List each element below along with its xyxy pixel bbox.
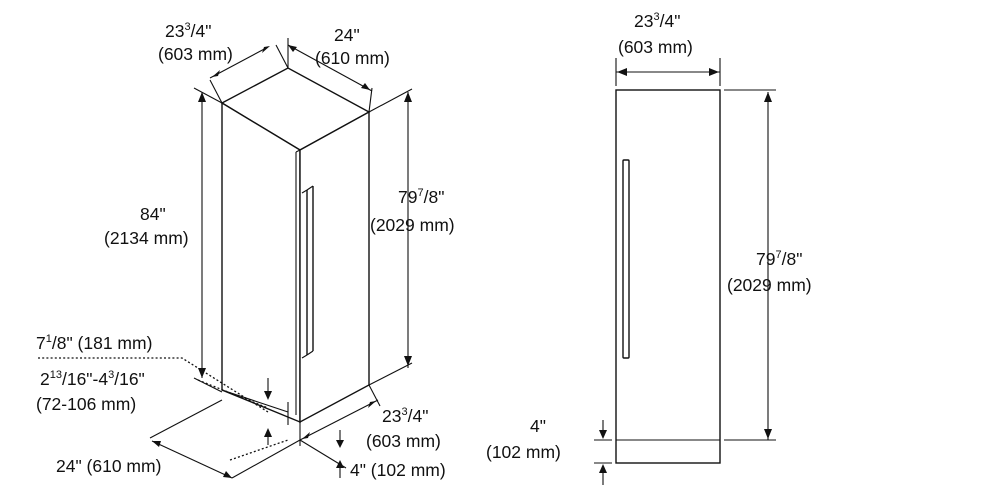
iso-toe-height-label: 71/8" (181 mm) xyxy=(36,333,152,353)
iso-door-height-mm: (2029 mm) xyxy=(370,215,455,235)
toe-height-leader xyxy=(38,357,269,413)
front-width-mm: (603 mm) xyxy=(618,37,693,57)
isometric-view xyxy=(38,38,413,479)
iso-kick-height-label: 4" (102 mm) xyxy=(350,460,446,480)
front-width-label: 233/4" xyxy=(634,11,680,31)
door-handle xyxy=(301,185,314,359)
front-kick-mm: (102 mm) xyxy=(486,442,561,462)
iso-front-width-mm: (603 mm) xyxy=(366,431,441,451)
iso-top-width-mm: (603 mm) xyxy=(158,44,233,64)
iso-overall-height-label: 84" xyxy=(140,204,166,224)
front-door-handle xyxy=(622,159,630,359)
toe-kick-line xyxy=(221,389,289,413)
iso-top-depth-mm: (610 mm) xyxy=(315,48,390,68)
iso-recess-range-label: 213/16"-43/16" xyxy=(40,369,145,389)
front-height-mm: (2029 mm) xyxy=(727,275,812,295)
iso-bottom-depth-label: 24" (610 mm) xyxy=(56,456,161,476)
cabinet-left-side xyxy=(221,101,301,424)
cabinet-front-panel xyxy=(299,110,370,424)
front-view xyxy=(594,58,776,485)
iso-top-depth-label: 24" xyxy=(334,25,360,45)
iso-recess-range-mm: (72-106 mm) xyxy=(36,394,136,414)
iso-door-height-label: 797/8" xyxy=(398,187,444,207)
front-cabinet xyxy=(615,89,721,464)
iso-top-width-label: 233/4" xyxy=(165,21,211,41)
front-kick-label: 4" xyxy=(530,416,546,436)
front-height-label: 797/8" xyxy=(756,249,802,269)
iso-overall-height-mm: (2134 mm) xyxy=(104,228,189,248)
iso-front-width-label: 233/4" xyxy=(382,406,428,426)
